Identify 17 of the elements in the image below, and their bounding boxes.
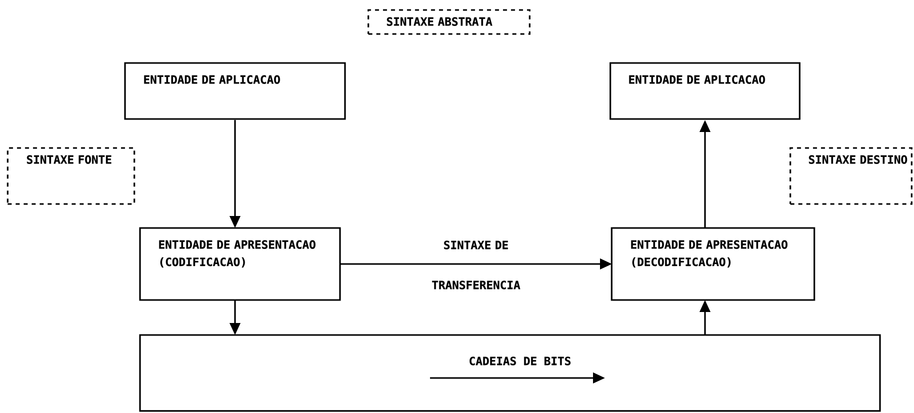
text: SINTAXE ABSTRATA <box>386 17 492 26</box>
text: SINTAXE FONTE <box>26 155 112 164</box>
edge-label: SINTAXE DE TRANSFERENCIA <box>432 240 520 290</box>
entity-box <box>124 62 346 120</box>
entity-box <box>139 227 341 301</box>
dashed-label-box <box>790 147 912 205</box>
dashed-label-box <box>368 9 530 35</box>
entity-box <box>610 227 816 301</box>
text: ENTIDADE DE APLICACAO <box>144 75 280 84</box>
text: ENTIDADE DE APRESENTACAO (DECODIFICACAO) <box>631 240 788 268</box>
text: SINTAXE DESTINO <box>808 155 908 164</box>
bit-stream-box <box>139 334 881 412</box>
text: CADEIAS DE BITS <box>470 356 570 366</box>
text: ENTIDADE DE APLICACAO <box>629 75 765 84</box>
entity-box <box>610 62 800 120</box>
text: ENTIDADE DE APRESENTACAO (CODIFICACAO) <box>159 240 316 268</box>
dashed-label-box <box>6 147 136 205</box>
